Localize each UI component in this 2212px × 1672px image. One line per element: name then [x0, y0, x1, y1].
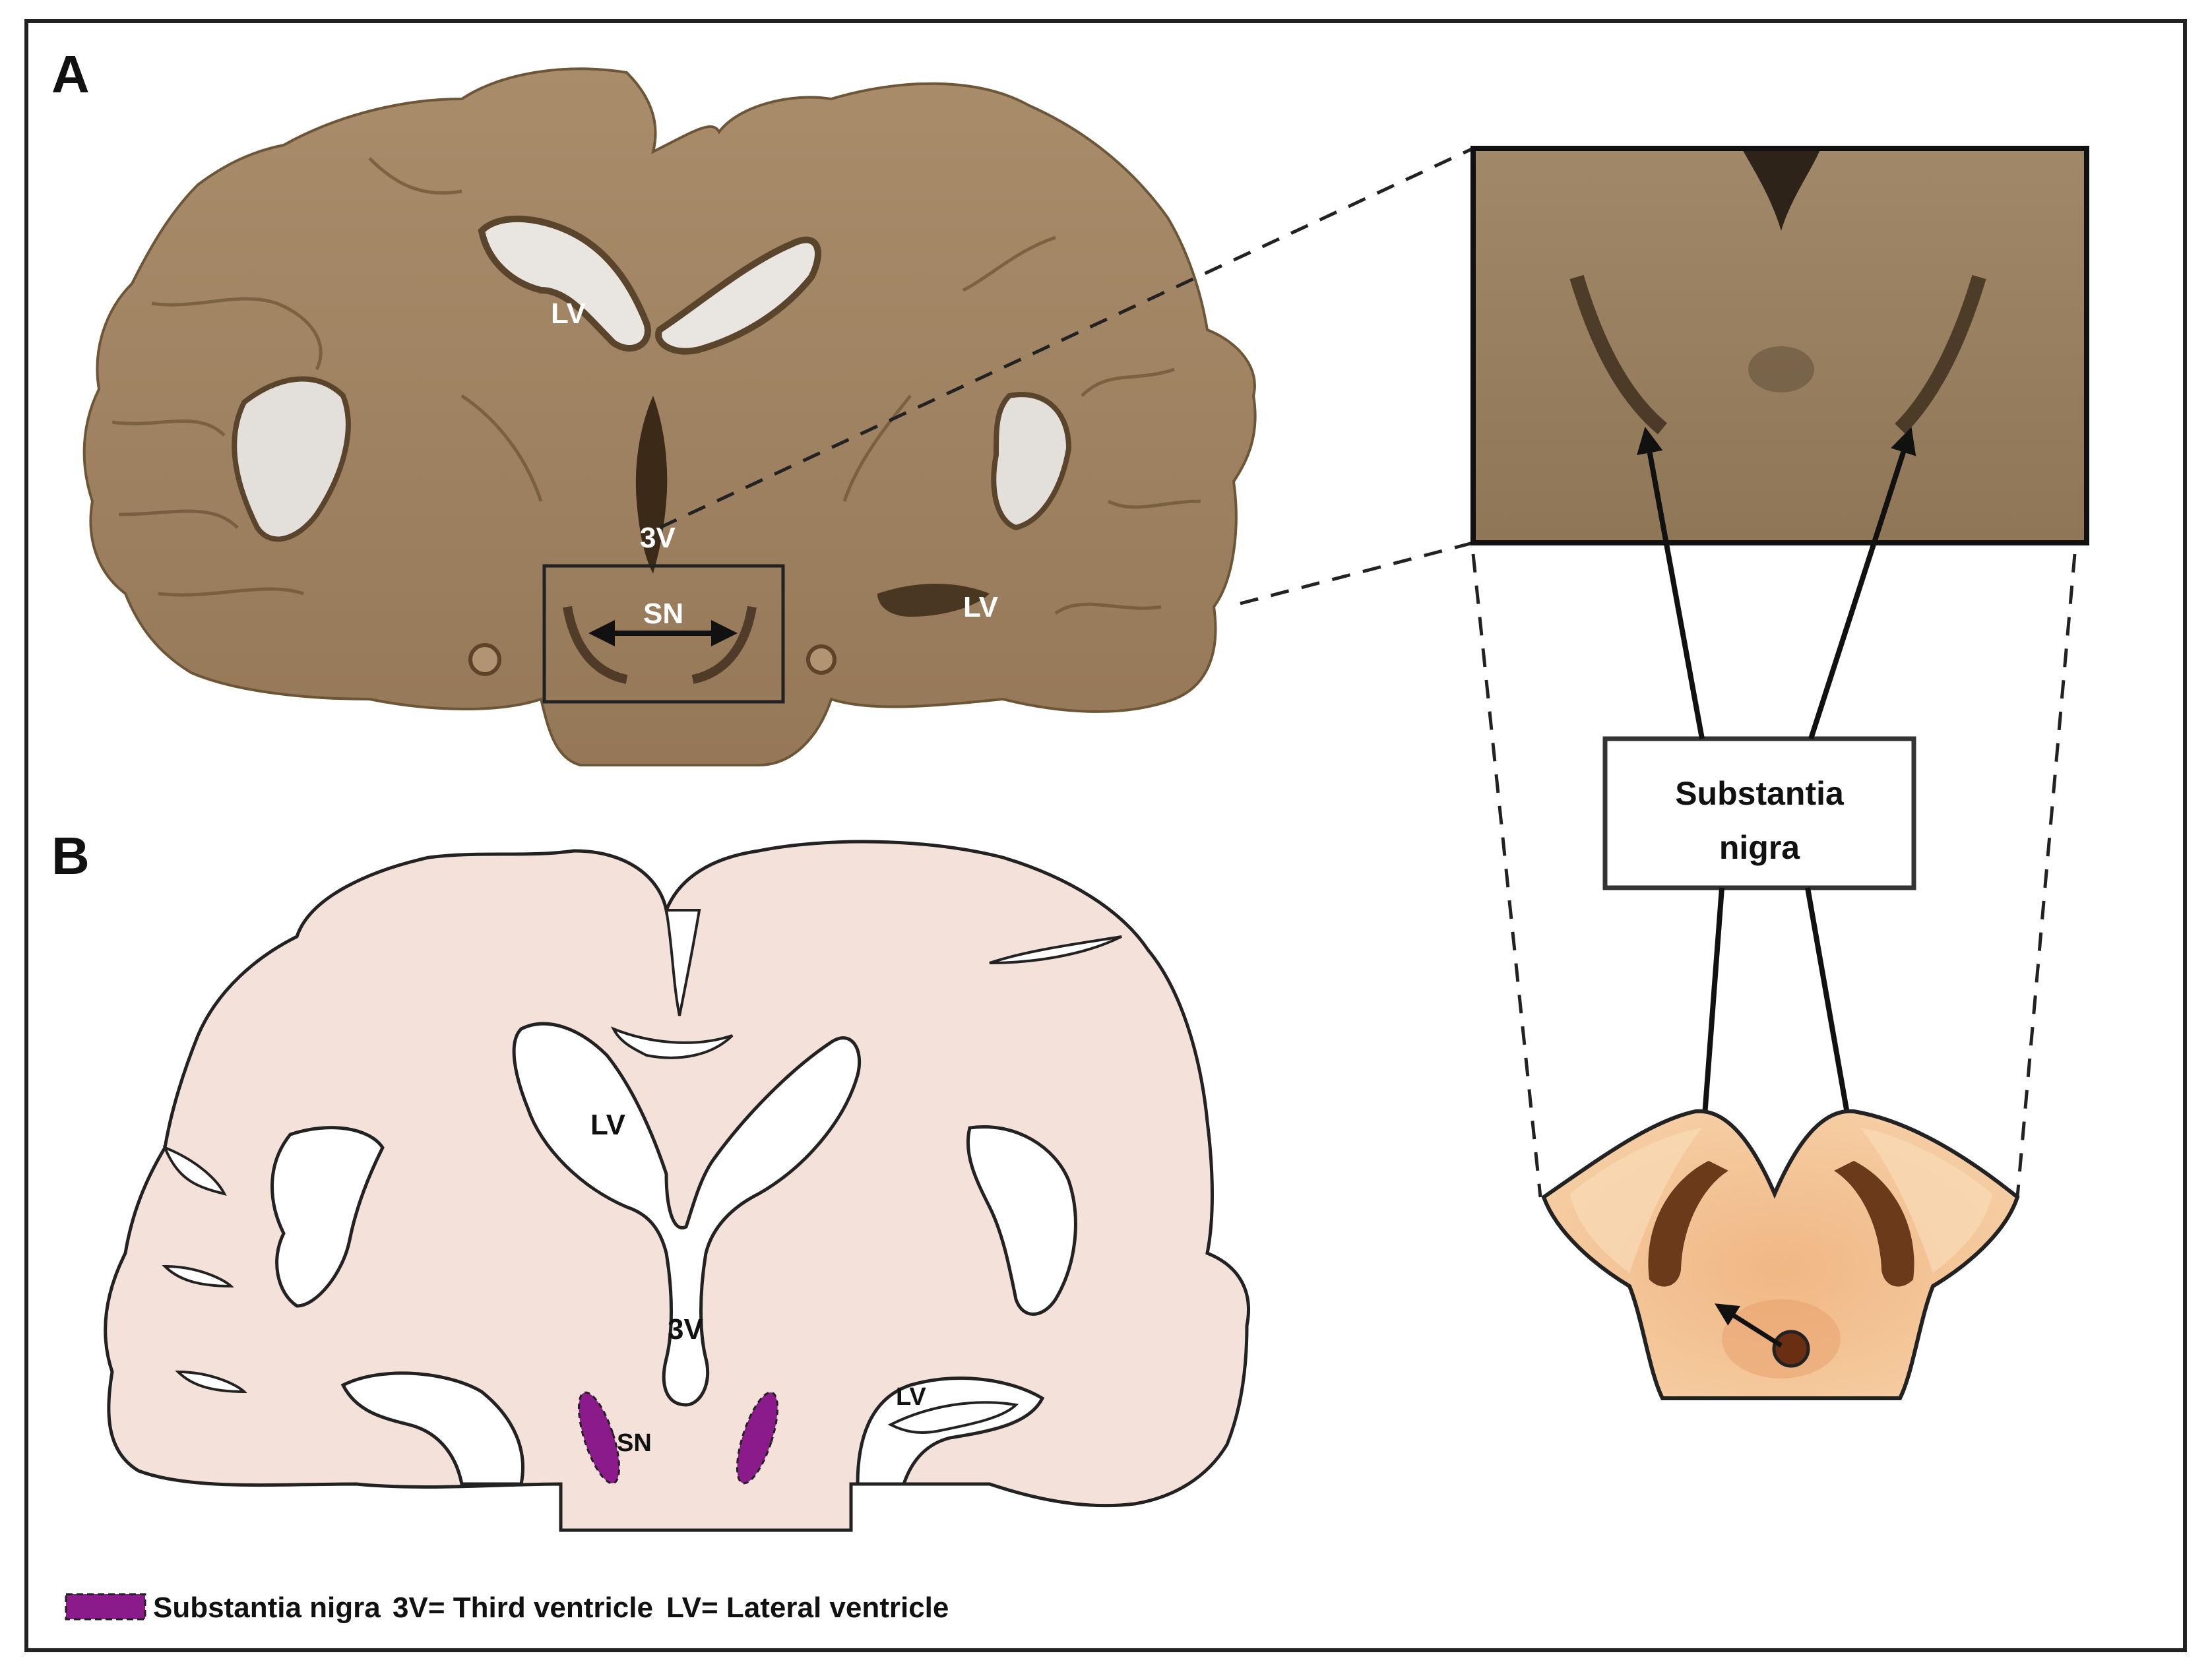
- photo-vessels: [468, 643, 837, 676]
- photo-label-lv-left: LV: [551, 297, 586, 330]
- callout-arrows: [1637, 427, 1916, 1156]
- inset-aqueduct-shadow: [1748, 346, 1814, 392]
- cartoon-sn-left: [1648, 1161, 1728, 1287]
- panel-letter-b: B: [51, 826, 90, 885]
- midbrain-crus-right: [1860, 1128, 1992, 1273]
- photo-label-sn: SN: [643, 598, 683, 630]
- diagram-lower-lv-inner: [887, 1401, 1019, 1434]
- diagram-outline: [104, 840, 1250, 1532]
- callout-box: [1602, 736, 1916, 890]
- panel-letter-a: A: [51, 45, 90, 104]
- midbrain-cartoon: [1541, 1109, 2020, 1400]
- inset-notch: [1742, 148, 1821, 231]
- cartoon-aqueduct: [1772, 1330, 1810, 1368]
- inset-border: [1470, 146, 2089, 545]
- diagram-label-lv-lower: LV: [896, 1383, 926, 1411]
- callout: Substantia nigra: [1602, 736, 1916, 890]
- callout-title-line1: Substantia: [1675, 775, 1845, 812]
- photo-lateral-ventricle-lower-right: [877, 584, 990, 617]
- zoom-lines-a: [658, 146, 1474, 605]
- gyri-lines: [111, 157, 1201, 615]
- legend-label-substantia-nigra: Substantia nigra: [153, 1592, 381, 1624]
- diagram-sn-left: [577, 1391, 621, 1485]
- photo-label-3v: 3V: [640, 522, 676, 554]
- brain-photo: LV 3V SN LV: [82, 67, 1257, 766]
- photo-selection-box: [542, 564, 785, 704]
- diagram-callosal-notch: [610, 1026, 734, 1059]
- photo-third-ventricle: [635, 396, 668, 574]
- diagram-cavity-left: [270, 1126, 385, 1308]
- zoom-lines-b: [1471, 553, 2077, 1198]
- photo-lateral-ventricle-left: [478, 215, 651, 352]
- figure-border: [24, 19, 2187, 1652]
- inset-sn-left: [1569, 274, 1668, 435]
- photo-temporal-cavity-right: [991, 392, 1072, 531]
- diagram-label-lv-upper: LV: [590, 1109, 626, 1141]
- diagram-label-3v: 3V: [668, 1313, 703, 1346]
- photo-temporal-cavity-left: [232, 376, 351, 542]
- callout-title-line2: nigra: [1719, 829, 1800, 866]
- diagram-lower-cavity-left: [340, 1371, 524, 1486]
- photo-sn-left: [563, 605, 628, 684]
- legend-label-lateral-ventricle: LV= Lateral ventricle: [666, 1592, 949, 1624]
- diagram-fissures: [162, 909, 1122, 1394]
- legend-swatch-substantia-nigra: [65, 1593, 146, 1621]
- photo-lateral-ventricle-right-upper: [655, 236, 821, 355]
- diagram-label-sn: SN: [617, 1429, 652, 1457]
- photo-label-lv-right: LV: [963, 591, 999, 623]
- cartoon-aqueduct-arrow: [1715, 1303, 1783, 1347]
- legend: Substantia nigra 3V= Third ventricle LV=…: [65, 1592, 949, 1624]
- inset-photo: [1470, 146, 2089, 545]
- inset-sn-right: [1895, 274, 1986, 434]
- photo-sn-right: [691, 605, 757, 684]
- diagram-lateral-ventricle-upper: [512, 1022, 862, 1407]
- midbrain-crus-left: [1570, 1128, 1702, 1273]
- diagram-sn-right: [736, 1391, 779, 1485]
- brain-diagram: LV 3V SN LV: [104, 840, 1250, 1532]
- diagram-cavity-right: [966, 1125, 1077, 1316]
- legend-label-third-ventricle: 3V= Third ventricle: [393, 1592, 653, 1624]
- cartoon-sn-right: [1834, 1161, 1914, 1287]
